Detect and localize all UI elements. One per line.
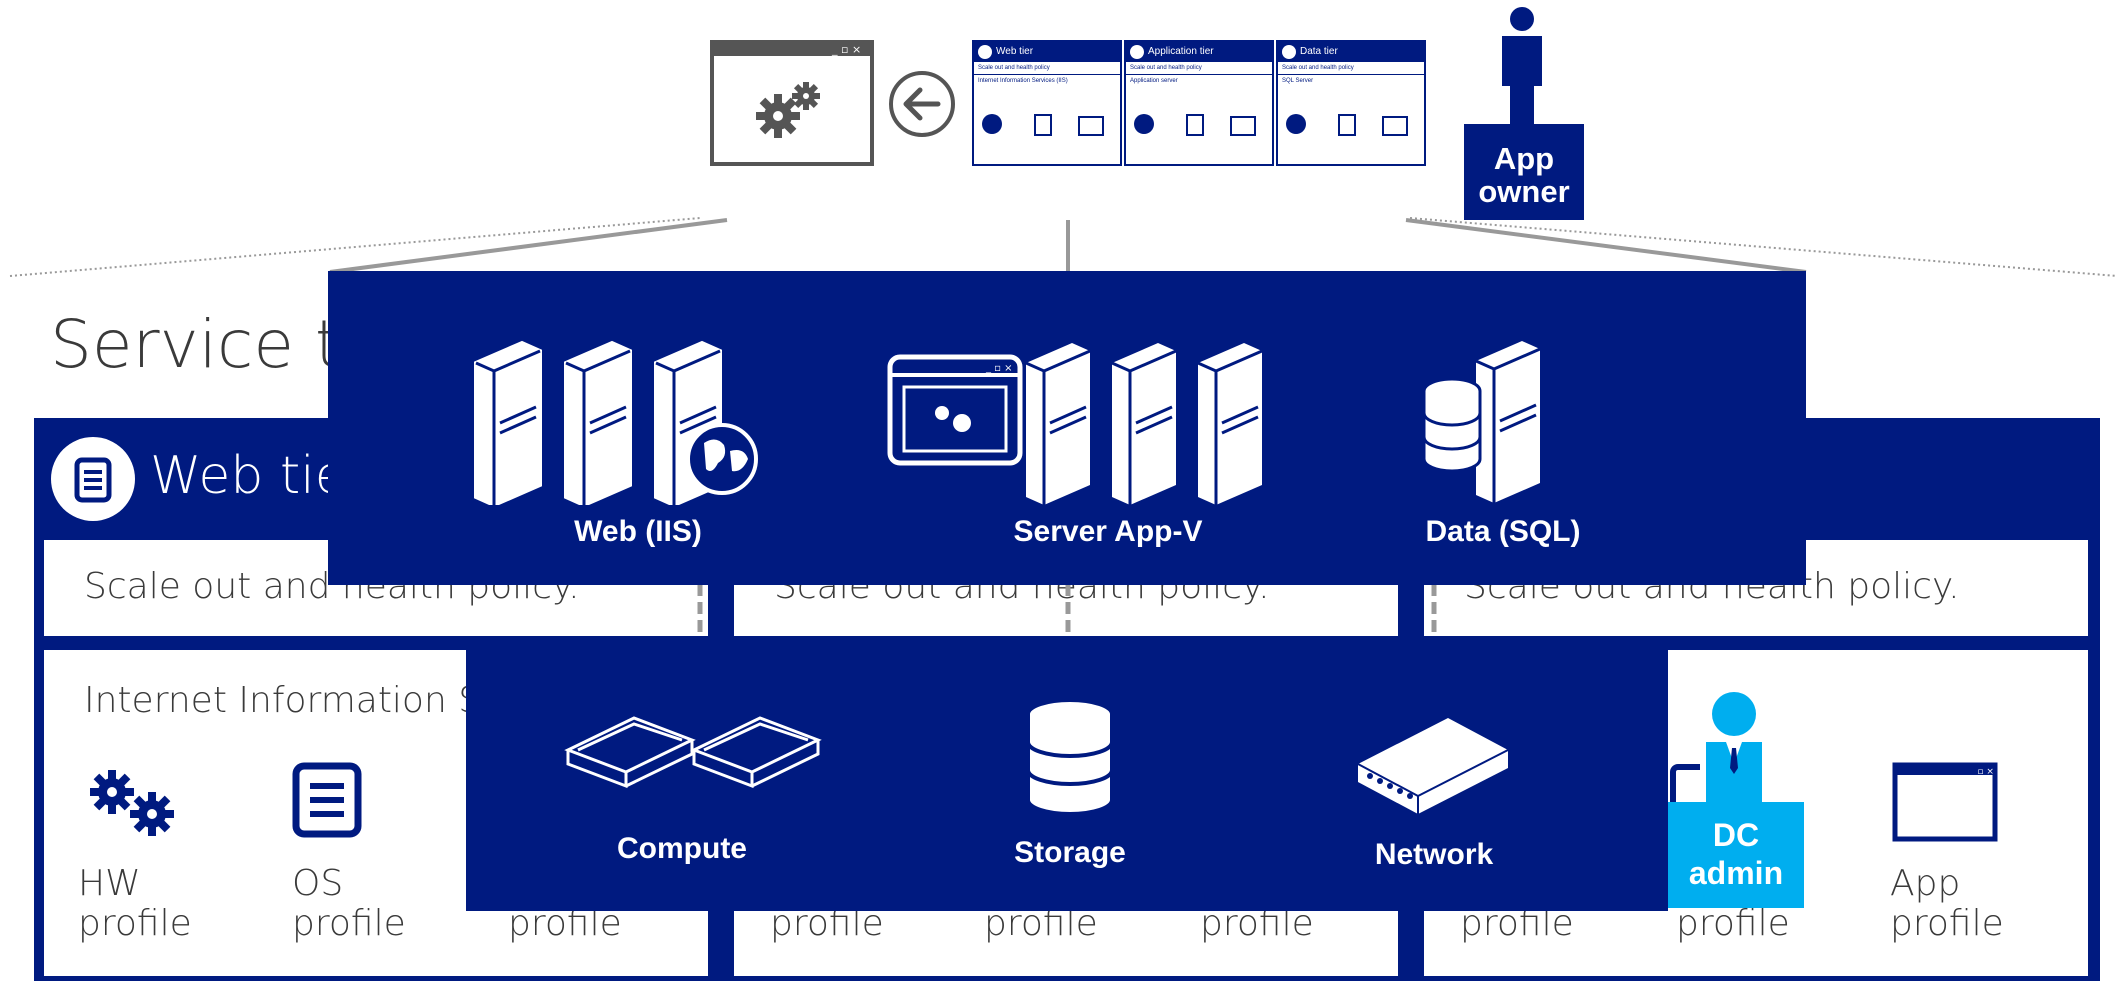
network-device-icon xyxy=(1354,710,1514,820)
mini-tier-role: Application server xyxy=(1130,78,1178,84)
profile-label-line1: App xyxy=(1890,863,1961,904)
arrow-left-icon xyxy=(888,70,956,138)
web-tier-title: Web tie xyxy=(150,446,347,506)
database-server-icon xyxy=(1422,321,1584,505)
web-servers-globe-icon xyxy=(466,323,766,508)
application-layer-panel: Web (IIS) _ ▫ × xyxy=(328,271,1806,585)
mini-tier-policy: Scale out and health policy xyxy=(1278,62,1424,75)
svg-text:_ ▫ ×: _ ▫ × xyxy=(985,363,1013,374)
role-text: Internet Information Serv xyxy=(84,680,540,721)
mini-tier-role: SQL Server xyxy=(1282,78,1314,84)
profile-label-line2: profile xyxy=(78,903,192,944)
profile-label-line2: profile xyxy=(1890,903,2004,944)
compute-server-icon xyxy=(564,710,844,800)
svg-text:_ ▫ ×: _ ▫ × xyxy=(831,43,861,56)
console-window-icon: _ ▫ × xyxy=(710,40,874,166)
mini-tier-policy: Scale out and health policy xyxy=(1126,62,1272,75)
svg-text:_ ▫ ×: _ ▫ × xyxy=(1969,767,1994,777)
app-owner-badge: App owner xyxy=(1464,124,1584,220)
profile-label-line2: profile xyxy=(1676,903,1790,944)
mini-tier-data: Data tier Scale out and health policy SQ… xyxy=(1276,40,1426,166)
dc-admin-person-icon xyxy=(1702,692,1766,812)
service-template-heading: Service te xyxy=(50,306,382,383)
app-window-icon: _ ▫ × xyxy=(1892,762,1998,842)
mini-tier-title: Application tier xyxy=(1148,46,1214,57)
app-owner-label: App owner xyxy=(1478,141,1570,209)
profile-label-line1: OS xyxy=(292,863,344,904)
gears-icon xyxy=(80,762,184,842)
web-tier-icon xyxy=(50,436,136,522)
infrastructure-layer-panel: Compute Storage xyxy=(466,636,1668,911)
profile-label-line1: HW xyxy=(78,863,141,904)
storage-cylinder-icon xyxy=(1024,696,1116,818)
infra-layer-label: Network xyxy=(1374,838,1494,871)
mini-tier-role: Internet Information Services (IIS) xyxy=(978,78,1068,84)
app-owner-person-icon xyxy=(1494,6,1550,126)
infra-layer-label: Compute xyxy=(617,832,747,865)
profile-label-line2: profile xyxy=(292,903,406,944)
mini-tier-title: Web tier xyxy=(996,46,1034,57)
mini-tier-panels: Web tier Scale out and health policy Int… xyxy=(972,40,1426,166)
app-window-servers-icon: _ ▫ × xyxy=(886,323,1286,505)
app-layer-label: Data (SQL) xyxy=(1425,515,1581,548)
mini-tier-title: Data tier xyxy=(1300,46,1338,57)
app-layer-label: Web (IIS) xyxy=(574,515,702,548)
dc-admin-label: DC admin xyxy=(1688,817,1784,891)
dc-admin-badge: DC admin xyxy=(1668,802,1804,908)
document-icon xyxy=(292,762,362,838)
mini-tier-app: Application tier Scale out and health po… xyxy=(1124,40,1274,166)
app-layer-label: Server App-V xyxy=(1013,515,1203,548)
infra-layer-label: Storage xyxy=(1014,836,1126,869)
mini-tier-web: Web tier Scale out and health policy Int… xyxy=(972,40,1122,166)
mini-tier-policy: Scale out and health policy xyxy=(974,62,1120,75)
